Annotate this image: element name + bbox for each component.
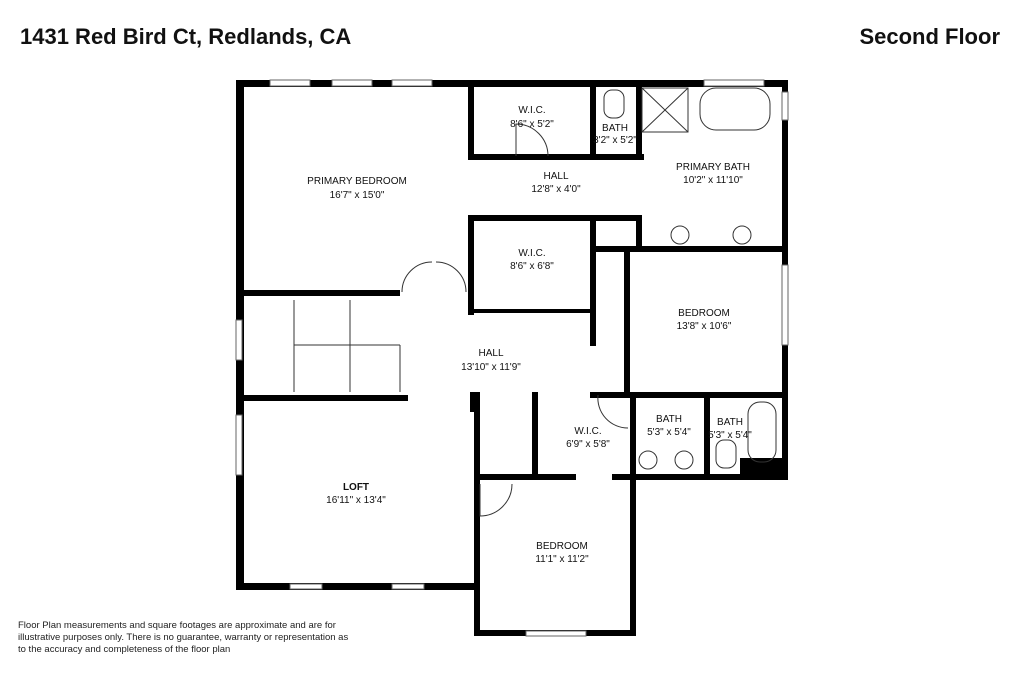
room-dims: 6'9" x 5'8" [566,439,610,450]
room-dims: 11'1" x 11'2" [535,554,589,565]
room-dims: 3'2" x 5'2" [593,135,637,146]
room-name: PRIMARY BEDROOM [307,176,407,187]
property-address: 1431 Red Bird Ct, Redlands, CA [20,24,352,49]
room-dims: 5'3" x 5'4" [708,430,752,441]
floor-label: Second Floor [859,24,1000,49]
room-name: BATH [717,417,743,428]
room-dims: 16'11" x 13'4" [326,495,386,506]
room-dims: 13'10" x 11'9" [461,362,521,373]
room-name: W.I.C. [518,248,545,259]
room-name: W.I.C. [574,426,601,437]
room-name: HALL [543,171,568,182]
room-name: HALL [478,348,503,359]
disclaimer: Floor Plan measurements and square foota… [18,620,349,655]
room-name: LOFT [343,482,369,493]
room-dims: 10'2" x 11'10" [683,175,743,186]
room-dims: 16'7" x 15'0" [330,190,385,201]
room-dims: 12'8" x 4'0" [531,184,581,195]
room-name: BATH [656,414,682,425]
room-name: BEDROOM [678,308,730,319]
room-name: BATH [602,123,628,134]
room-dims: 5'3" x 5'4" [647,427,691,438]
fixtures [235,79,789,637]
room-name: PRIMARY BATH [676,162,750,173]
room-name: W.I.C. [518,105,545,116]
room-labels: PRIMARY BEDROOM 16'7" x 15'0" W.I.C. 8'6… [307,105,752,565]
room-dims: 13'8" x 10'6" [677,321,732,332]
room-dims: 8'6" x 5'2" [510,119,554,130]
room-name: BEDROOM [536,541,588,552]
room-dims: 8'6" x 6'8" [510,261,554,272]
